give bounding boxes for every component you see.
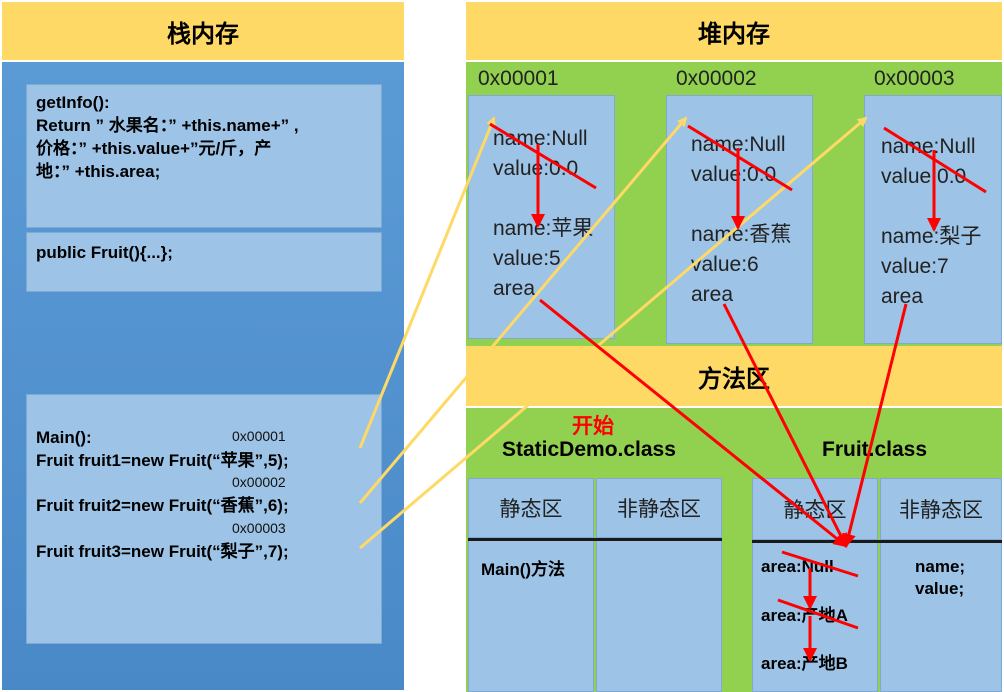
start-label: 开始 <box>572 415 614 438</box>
main-method-box <box>26 394 382 644</box>
area-arrow-2 <box>722 303 848 548</box>
staticdemo-class-name: StaticDemo.class <box>502 438 676 461</box>
area-field: area <box>493 277 536 300</box>
address-label-3: 0x00003 <box>232 520 286 536</box>
constructor-box: public Fruit(){...}; <box>26 232 382 292</box>
static-area-a: area:产地A <box>761 606 848 625</box>
stack-memory-title: 栈内存 <box>2 2 404 60</box>
heap-memory-title: 堆内存 <box>466 2 1002 60</box>
fruit-table-divider <box>752 540 1002 543</box>
getinfo-line: 地：” +this.area; <box>36 162 161 181</box>
main-line-3: Fruit fruit3=new Fruit(“梨子”,7); <box>36 542 289 561</box>
area-arrow-1 <box>539 298 848 548</box>
address-label-2: 0x00002 <box>232 474 286 490</box>
reference-arrow-2 <box>358 116 688 504</box>
old-value-field: value:0.0 <box>881 165 967 188</box>
area-field: area <box>881 285 924 308</box>
fruit-nonstatic-cell: name; value; <box>880 542 1002 692</box>
name-field: name:苹果 <box>493 217 594 240</box>
static-area-b: area:产地B <box>761 654 848 673</box>
name-field: name:梨子 <box>881 225 982 248</box>
old-name-field: name:Null <box>493 127 588 150</box>
strike-area-null <box>781 550 859 578</box>
strike-1 <box>489 122 597 190</box>
getinfo-method-box: getInfo(): Return ” 水果名：” +this.name+” ,… <box>26 84 382 228</box>
getinfo-line: Return ” 水果名：” +this.name+” , <box>36 116 299 135</box>
method-area-title: 方法区 <box>466 346 1002 406</box>
strike-area-a <box>777 598 859 630</box>
staticdemo-table-divider <box>468 538 722 541</box>
reference-arrow-1 <box>358 116 496 449</box>
main-method-entry: Main()方法 <box>481 560 566 579</box>
area-arrow-3 <box>842 303 908 548</box>
main-line-1: Fruit fruit1=new Fruit(“苹果”,5); <box>36 451 289 470</box>
address-label-1: 0x00001 <box>232 428 286 444</box>
fruit-nonstatic-header: 非静态区 <box>880 478 1002 540</box>
staticdemo-static-header: 静态区 <box>468 478 594 538</box>
name-field: name:香蕉 <box>691 223 792 246</box>
heap-address-2: 0x00002 <box>676 67 757 90</box>
fruit-static-cell: area:Null area:产地A area:产地B <box>752 542 878 692</box>
heap-address-3: 0x00003 <box>874 67 955 90</box>
heap-address-1: 0x00001 <box>478 67 559 90</box>
main-title: Main(): <box>36 428 92 447</box>
getinfo-line: 价格：” +this.value+”元/斤，产 <box>36 139 272 158</box>
value-field: value:5 <box>493 247 561 270</box>
constructor-text: public Fruit(){...}; <box>36 243 173 262</box>
area-field: area <box>691 283 734 306</box>
value-field: value:6 <box>691 253 759 276</box>
getinfo-line: getInfo(): <box>36 93 110 112</box>
value-field: value:7 <box>881 255 949 278</box>
staticdemo-nonstatic-header: 非静态区 <box>596 478 722 538</box>
field-value: value; <box>915 579 965 598</box>
main-line-2: Fruit fruit2=new Fruit(“香蕉”,6); <box>36 496 289 515</box>
fruit-class-name: Fruit.class <box>822 438 928 461</box>
field-name: name; <box>915 557 966 576</box>
reference-arrow-3 <box>359 116 868 550</box>
strike-2 <box>687 124 793 192</box>
old-name-field: name:Null <box>691 133 786 156</box>
